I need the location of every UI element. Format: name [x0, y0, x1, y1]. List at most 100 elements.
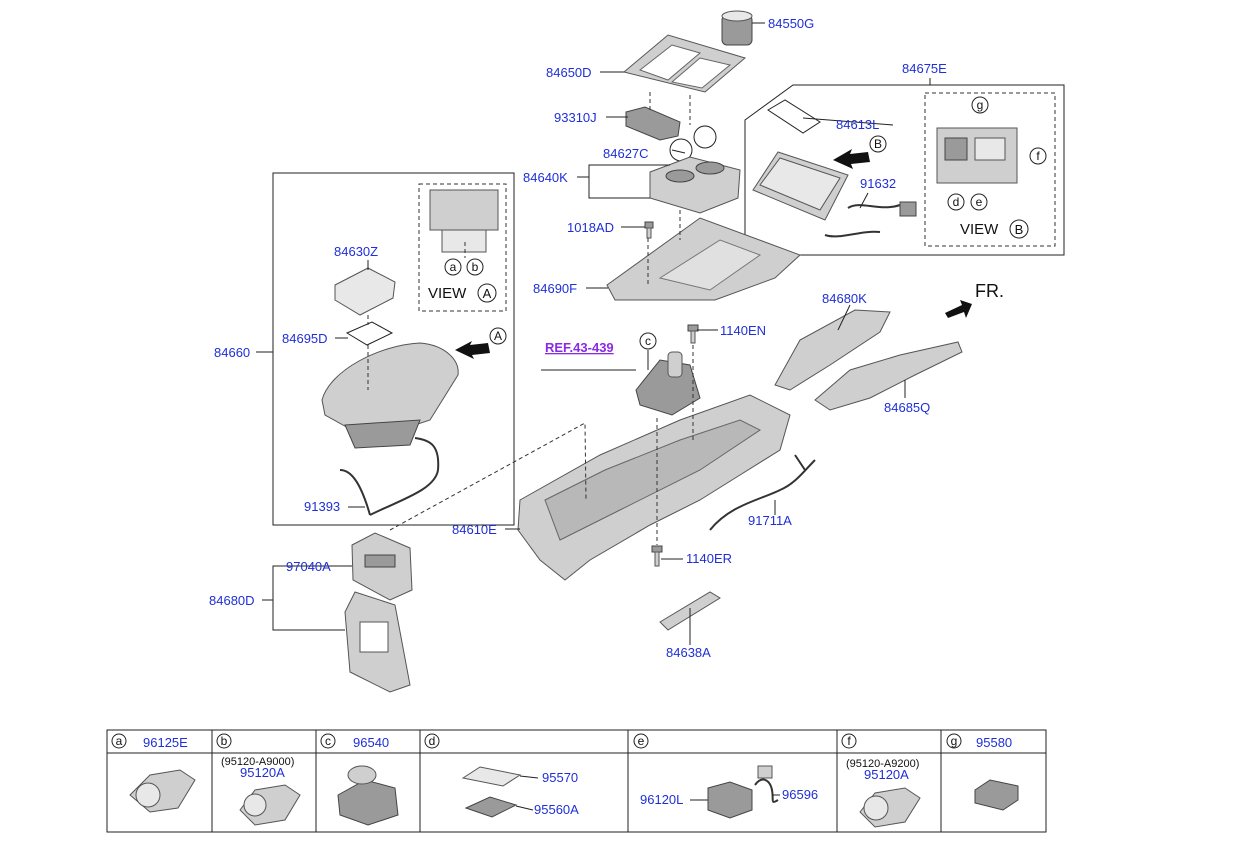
label-91632[interactable]: 91632 — [860, 176, 896, 191]
table-cell-d-part1[interactable]: 95570 — [542, 770, 578, 785]
svg-text:VIEW: VIEW — [960, 221, 999, 238]
bolt-1018ad-part — [644, 221, 654, 239]
view-a-image — [429, 189, 499, 253]
table-cell-b-part[interactable]: 95120A — [240, 765, 285, 780]
view-b-label: VIEW B — [960, 219, 1029, 239]
label-84675e[interactable]: 84675E — [902, 61, 947, 76]
table-cell-d-part2[interactable]: 95560A — [534, 802, 579, 817]
label-84627c[interactable]: 84627C — [603, 146, 649, 161]
label-1140en[interactable]: 1140EN — [720, 323, 766, 338]
svg-text:B: B — [874, 137, 882, 151]
label-84680k[interactable]: 84680K — [822, 291, 867, 306]
cup-cap-part — [721, 10, 753, 46]
armrest-84660-part — [321, 342, 459, 449]
svg-text:c: c — [645, 334, 651, 348]
svg-text:d: d — [429, 734, 436, 748]
svg-text:a: a — [450, 260, 457, 274]
harness-91632-part — [824, 201, 917, 238]
label-84695d[interactable]: 84695D — [282, 331, 328, 346]
table-cell-b-image — [239, 784, 301, 826]
vent-97040a-part — [351, 532, 413, 601]
svg-text:A: A — [494, 329, 502, 343]
cupholder-84640k-part — [649, 156, 741, 214]
label-84613l[interactable]: 84613L — [836, 117, 879, 132]
label-93310j[interactable]: 93310J — [554, 110, 597, 125]
table-cell-a-image — [129, 769, 196, 813]
ref-label[interactable]: REF.43-439 — [545, 340, 614, 355]
label-84550g[interactable]: 84550G — [768, 16, 814, 31]
label-84690f[interactable]: 84690F — [533, 281, 577, 296]
label-84650d[interactable]: 84650D — [546, 65, 592, 80]
label-91711a[interactable]: 91711A — [748, 513, 792, 528]
callout-e: e — [970, 193, 988, 211]
table-cell-d-images — [461, 766, 522, 818]
label-1018ad[interactable]: 1018AD — [567, 220, 614, 235]
label-97040a[interactable]: 97040A — [286, 559, 331, 574]
table-cell-f-image — [859, 787, 921, 828]
leader-line — [859, 192, 869, 209]
table-header-g: g 95580 — [946, 733, 1012, 750]
callout-a: a — [444, 258, 462, 276]
label-84660[interactable]: 84660 — [214, 345, 250, 360]
label-84638a[interactable]: 84638A — [666, 645, 711, 660]
switch-93310j-part — [625, 106, 681, 141]
label-84685q[interactable]: 84685Q — [884, 400, 930, 415]
view-b-frame — [924, 92, 1056, 247]
label-84630z[interactable]: 84630Z — [334, 244, 378, 259]
shifter-part — [635, 351, 701, 416]
svg-text:a: a — [116, 734, 123, 748]
leader-line — [802, 117, 894, 126]
group-84660-frame — [272, 172, 515, 526]
table-cell-e-image — [707, 765, 779, 819]
leader-line — [272, 565, 346, 631]
view-a-label: VIEW A — [428, 283, 497, 303]
pad-84695d-part — [345, 321, 394, 346]
label-91393[interactable]: 91393 — [304, 499, 340, 514]
table-cell-e-part2[interactable]: 96596 — [782, 787, 818, 802]
label-84610e[interactable]: 84610E — [452, 522, 497, 537]
view-a-frame — [418, 183, 507, 312]
label-84680d[interactable]: 84680D — [209, 593, 255, 608]
svg-text:c: c — [325, 734, 331, 748]
front-direction-icon: FR. — [945, 281, 1004, 318]
svg-text:f: f — [847, 734, 851, 748]
label-1140er[interactable]: 1140ER — [686, 551, 732, 566]
view-b-image — [936, 127, 1018, 184]
leader-line — [588, 164, 670, 177]
arrow-a-icon: A — [455, 327, 507, 359]
table-header-b: b — [216, 733, 232, 749]
svg-text:b: b — [472, 260, 479, 274]
label-84640k[interactable]: 84640K — [523, 170, 568, 185]
svg-text:VIEW: VIEW — [428, 285, 467, 302]
table-cell-e-part1[interactable]: 96120L — [640, 792, 683, 807]
table-cell-b-note: (95120-A9000) — [221, 756, 294, 768]
arrow-b-icon: B — [833, 135, 887, 169]
table-cell-f-part[interactable]: 95120A — [864, 767, 909, 782]
svg-text:d: d — [953, 195, 960, 209]
callout-c: c — [639, 332, 657, 350]
leader-line — [577, 176, 650, 199]
table-header-c: c 96540 — [320, 733, 389, 750]
console-84610e-part — [517, 394, 791, 581]
table-cell-g-image — [974, 779, 1019, 811]
callout-f: f — [1029, 147, 1047, 165]
table-header-a: a 96125E — [111, 733, 188, 750]
table-header-d: d — [424, 733, 440, 749]
callout-d: d — [947, 193, 965, 211]
leader-line — [515, 805, 534, 811]
svg-text:A: A — [483, 286, 492, 301]
svg-text:b: b — [221, 734, 228, 748]
bolt-1140er-part — [651, 545, 663, 567]
svg-text:g: g — [951, 734, 958, 748]
group-84675e-frame — [744, 84, 1065, 256]
table-header-f: f — [841, 733, 857, 749]
callout-b: b — [466, 258, 484, 276]
tray-84630z-part — [334, 267, 396, 316]
leader-line — [519, 775, 539, 779]
leader-line — [837, 304, 851, 331]
option-table — [106, 729, 1047, 833]
svg-text:96125E: 96125E — [143, 735, 188, 750]
bezel-84650d-part — [622, 34, 747, 93]
guide-line — [389, 422, 587, 531]
svg-text:B: B — [1015, 222, 1024, 237]
